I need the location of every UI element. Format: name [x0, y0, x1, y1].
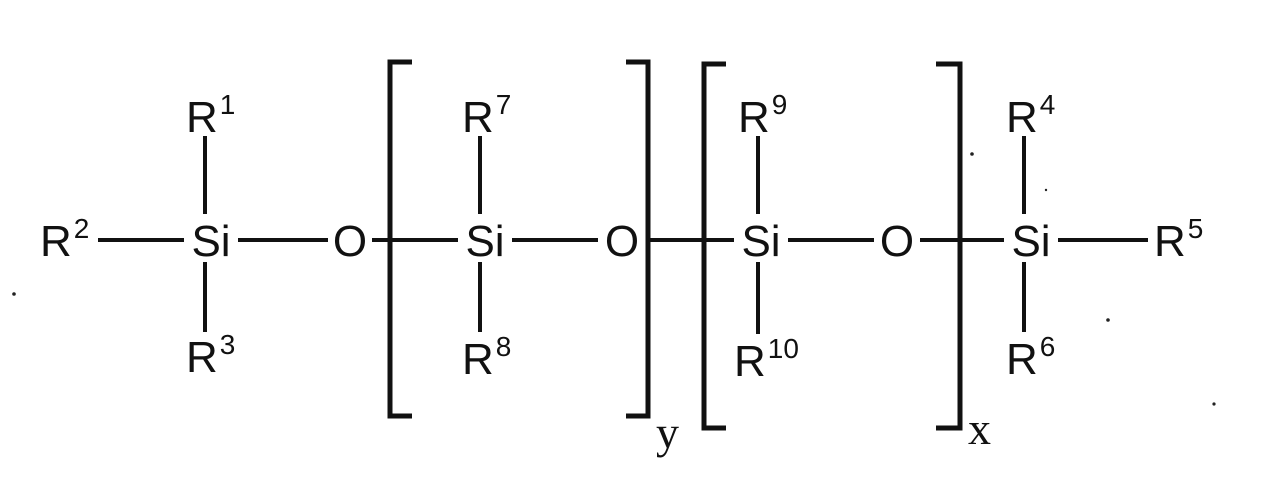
r4-letter: R: [1006, 93, 1038, 142]
r7-superscript: 7: [496, 89, 512, 120]
r7-letter: R: [462, 93, 494, 142]
speck: [12, 292, 16, 296]
substituent-r7: R7: [462, 89, 511, 142]
repeat-count-y: y: [656, 407, 679, 458]
r8-superscript: 8: [496, 331, 512, 362]
atom-o-3: O: [880, 217, 914, 266]
r8-letter: R: [462, 335, 494, 384]
atom-si-3: Si: [741, 217, 780, 266]
r5-letter: R: [1154, 217, 1186, 266]
speck: [970, 152, 974, 156]
substituent-r4: R4: [1006, 89, 1055, 142]
atom-o-1: O: [333, 217, 367, 266]
r1-letter: R: [186, 93, 218, 142]
r10-superscript: 10: [768, 333, 799, 364]
r3-letter: R: [186, 333, 218, 382]
r9-superscript: 9: [772, 89, 788, 120]
speck: [1106, 318, 1110, 322]
r4-superscript: 4: [1040, 89, 1056, 120]
atom-o-2: O: [605, 217, 639, 266]
substituent-r3: R3: [186, 329, 235, 382]
r10-letter: R: [734, 337, 766, 386]
r6-superscript: 6: [1040, 331, 1056, 362]
r5-superscript: 5: [1188, 213, 1204, 244]
r1-superscript: 1: [220, 89, 236, 120]
substituent-r1: R1: [186, 89, 235, 142]
bracket-x-open: [704, 64, 726, 428]
speck: [1212, 402, 1215, 405]
repeat-count-x: x: [968, 403, 991, 454]
bracket-x-close: [936, 64, 960, 428]
atom-si-2: Si: [465, 217, 504, 266]
atom-si-1: Si: [191, 217, 230, 266]
r9-letter: R: [738, 93, 770, 142]
r6-letter: R: [1006, 335, 1038, 384]
r3-superscript: 3: [220, 329, 236, 360]
substituent-r5: R5: [1154, 213, 1203, 266]
speck: [1045, 189, 1047, 191]
r2-letter: R: [40, 217, 72, 266]
substituent-r9: R9: [738, 89, 787, 142]
substituent-r2: R2: [40, 213, 89, 266]
r2-superscript: 2: [74, 213, 90, 244]
substituent-r8: R8: [462, 331, 511, 384]
substituent-r10: R10: [734, 333, 799, 386]
substituent-r6: R6: [1006, 331, 1055, 384]
atom-si-4: Si: [1011, 217, 1050, 266]
